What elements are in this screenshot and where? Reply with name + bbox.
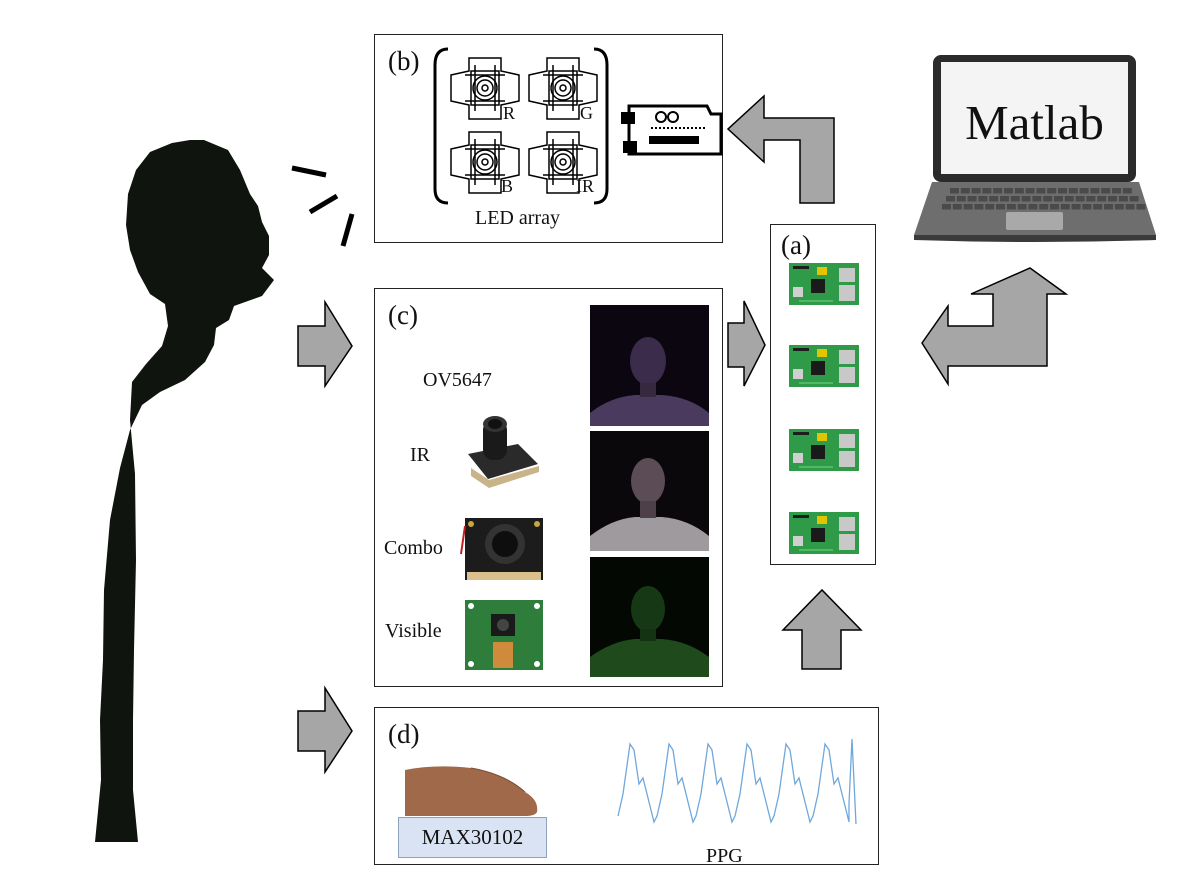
raspberry-pi-board-icon — [788, 262, 860, 306]
arrow-pi-to-led — [726, 94, 835, 204]
raspberry-pi-board-icon — [788, 428, 860, 472]
arrow-camera-to-pi — [727, 300, 766, 387]
sensor-box-label: MAX30102 — [421, 825, 524, 849]
capture-image-ir — [590, 305, 709, 426]
camera-module-icon — [460, 518, 543, 580]
arrow-person-to-ppg — [297, 685, 353, 775]
camera-label-visible: Visible — [385, 620, 442, 642]
raspberry-pi-board-icon — [788, 511, 860, 555]
arrow-ppg-to-pi — [781, 588, 863, 670]
capture-image-visible — [590, 557, 709, 677]
arrow-person-to-camera — [297, 299, 353, 389]
laptop-icon — [914, 55, 1156, 242]
sensor-label: OV5647 — [423, 369, 492, 391]
led-array-caption: LED array — [475, 207, 560, 229]
person-silhouette — [95, 140, 274, 842]
pi-boards — [788, 262, 860, 555]
panel-cameras: (c) OV5647 IR Combo Visible — [374, 288, 723, 687]
camera-module-icon — [465, 600, 543, 670]
camera-label-combo: Combo — [384, 537, 443, 559]
ppg-waveform — [617, 738, 857, 825]
panel-b-tag: (b) — [388, 46, 420, 76]
raspberry-pi-board-icon — [788, 344, 860, 388]
led-label-ir: IR — [576, 176, 594, 196]
arduino-board-icon — [621, 104, 723, 156]
panel-ppg: (d) MAX30102 PPG — [374, 707, 879, 867]
signal-lines — [291, 165, 355, 247]
led-grid — [433, 47, 723, 205]
led-label-g: G — [580, 103, 593, 123]
capture-image-combo — [590, 431, 709, 551]
camera-graphics — [460, 305, 709, 677]
panel-d-tag: (d) — [388, 719, 420, 749]
panel-led-array: (b) — [374, 34, 723, 243]
finger-icon — [405, 766, 538, 816]
camera-module-icon — [468, 416, 539, 488]
arrow-pi-laptop-link — [921, 267, 1069, 387]
ppg-label: PPG — [706, 845, 743, 867]
laptop-screen-text: Matlab — [965, 95, 1104, 150]
ppg-graphics — [405, 738, 857, 825]
camera-label-ir: IR — [410, 444, 430, 466]
panel-c-tag: (c) — [388, 300, 418, 330]
sensor-box — [398, 817, 547, 858]
led-label-b: B — [501, 176, 514, 196]
led-label-r: R — [503, 103, 516, 123]
panel-raspberry-pi: (a) — [770, 224, 876, 565]
panel-a-tag: (a) — [781, 230, 811, 260]
